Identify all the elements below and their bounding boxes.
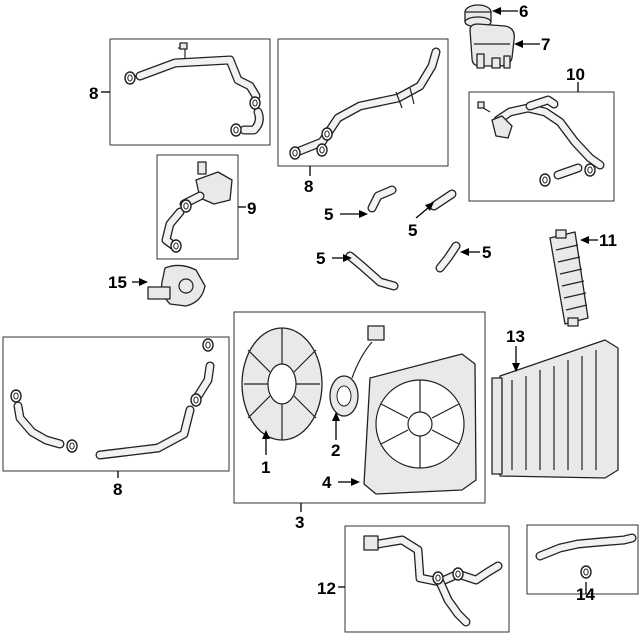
coolant-hose-8-upper-left [124, 42, 264, 137]
callout-11-label: 11 [599, 231, 617, 250]
coolant-hose-5c [345, 251, 399, 291]
callout-5d-label: 5 [482, 243, 491, 262]
callout-14: 14 [576, 582, 595, 604]
group-box-fan-shroud-assembly [233, 311, 486, 504]
callout-12-label: 12 [317, 579, 336, 598]
callout-1-label: 1 [261, 458, 270, 477]
callout-4: 4 [322, 473, 360, 492]
callout-3-label: 3 [295, 513, 304, 532]
callout-10-label: 10 [566, 65, 585, 84]
coolant-hose-5d [435, 241, 461, 273]
callout-8b-label: 8 [304, 177, 313, 196]
callout-2-label: 2 [331, 441, 340, 460]
coolant-hose-14 [535, 533, 637, 579]
radiator [491, 339, 619, 479]
group-box-lower-left-hoses [2, 336, 230, 472]
cooling-fan-motor [329, 325, 385, 417]
coolant-hose-5a [367, 185, 397, 213]
callout-1: 1 [261, 430, 270, 477]
callout-7-label: 7 [541, 35, 550, 54]
callout-5d: 5 [460, 243, 491, 262]
callout-5c-label: 5 [316, 249, 325, 268]
callout-6: 6 [492, 2, 528, 21]
coolant-hose-8-upper-middle [289, 47, 441, 160]
group-box-lower-hose-14 [526, 524, 639, 595]
callout-13-label: 13 [506, 327, 525, 346]
callout-8-upper-middle: 8 [304, 166, 313, 196]
group-box-outlet-pipe [468, 91, 615, 202]
auxiliary-water-pump [147, 264, 206, 307]
callout-11: 11 [580, 231, 617, 250]
callout-15-label: 15 [108, 273, 127, 292]
callout-6-label: 6 [519, 2, 528, 21]
cooling-fan-blade [241, 327, 323, 441]
coolant-outlet-pipe [477, 95, 605, 187]
transmission-oil-cooler [549, 229, 589, 327]
callout-14-label: 14 [576, 585, 595, 604]
callout-13: 13 [506, 327, 525, 372]
callout-8c-label: 8 [113, 480, 122, 499]
callout-4-label: 4 [322, 473, 332, 492]
coolant-surge-tank [469, 23, 515, 69]
callout-2: 2 [331, 412, 340, 460]
callout-8-upper-left: 8 [89, 84, 110, 103]
group-box-lower-hose-12 [344, 525, 510, 633]
callout-5b-label: 5 [408, 221, 417, 240]
callout-12: 12 [317, 579, 345, 598]
callout-3: 3 [295, 503, 304, 532]
callout-5a: 5 [324, 205, 368, 224]
callout-8-lower-left: 8 [113, 471, 122, 499]
fan-shroud [363, 353, 477, 495]
callout-5a-label: 5 [324, 205, 333, 224]
callout-9-label: 9 [247, 199, 256, 218]
callout-5c: 5 [316, 249, 352, 268]
coolant-hose-5b [429, 189, 457, 211]
callout-5b: 5 [408, 202, 434, 240]
callout-7: 7 [514, 35, 550, 54]
group-box-upper-middle-hose [277, 38, 449, 167]
callout-15: 15 [108, 273, 148, 292]
callout-8a-label: 8 [89, 84, 98, 103]
callout-9: 9 [238, 199, 256, 218]
coolant-hose-12 [363, 535, 503, 627]
thermostat-housing [161, 161, 233, 253]
callout-10: 10 [566, 65, 585, 92]
coolant-hose-8-lower-left [10, 338, 215, 460]
reservoir-cap [464, 4, 492, 28]
